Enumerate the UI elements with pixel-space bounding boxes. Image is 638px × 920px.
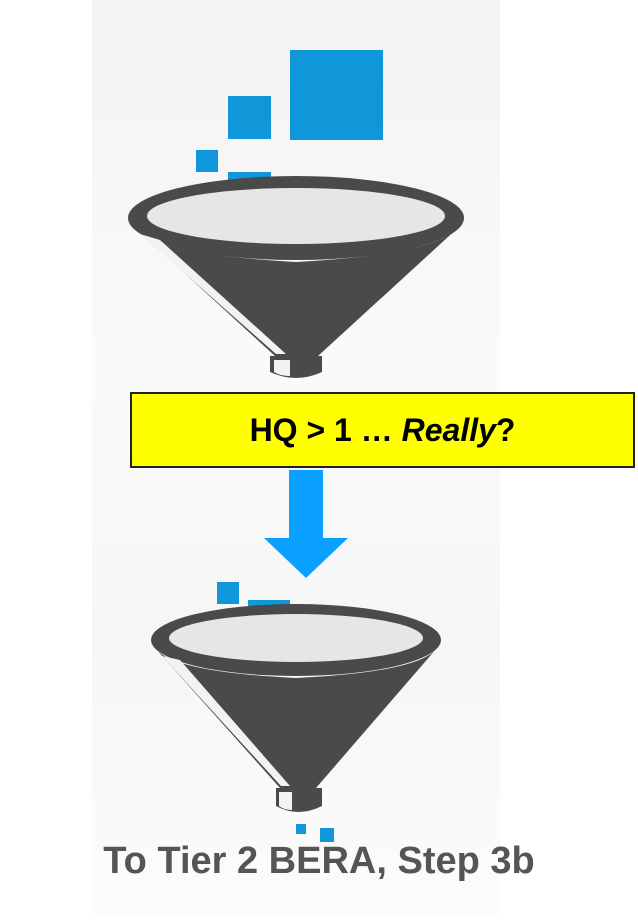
banner-prefix: HQ > 1 … [249, 411, 402, 448]
data-square-icon [296, 824, 306, 834]
output-squares [296, 824, 334, 842]
data-square-icon [228, 96, 271, 139]
data-square-icon [217, 582, 239, 604]
question-banner: HQ > 1 … Really? [130, 392, 635, 468]
banner-suffix: ? [495, 411, 516, 448]
data-square-icon [196, 150, 218, 172]
banner-emphasis: Really [401, 411, 496, 448]
data-square-icon [320, 828, 334, 842]
caption: To Tier 2 BERA, Step 3b [103, 840, 535, 882]
bottom-funnel-icon [151, 604, 441, 812]
down-arrow-icon [264, 470, 348, 578]
data-square-icon [290, 50, 383, 140]
top-funnel-icon [128, 176, 464, 378]
